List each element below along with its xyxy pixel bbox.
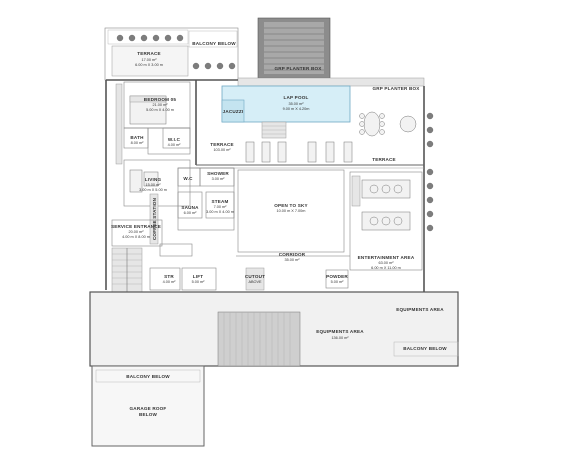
label-service-entrance-area: 20.00 m²: [129, 230, 145, 234]
label-garage-roof-1: GARAGE ROOF: [130, 406, 167, 411]
label-corridor: CORRIDOR: [279, 252, 306, 257]
label-bath: BATH: [130, 135, 144, 140]
label-lap-pool: LAP POOL: [284, 95, 309, 100]
label-terrace-top-area: 17.00 m²: [142, 58, 158, 62]
label-cutout-sub: ABOVE: [248, 280, 262, 284]
label-powder: POWDER: [326, 274, 348, 279]
label-open-to-sky-dim: 10.00 m X 7.00m: [277, 209, 306, 213]
label-powder-area: 5.00 m²: [331, 280, 345, 284]
wellness-block: [177, 167, 235, 231]
label-grp-planter: GRP PLANTER BOX: [274, 66, 322, 71]
label-garage-roof-2: BELOW: [139, 412, 158, 417]
label-shower-area: 3.00 m²: [212, 177, 226, 181]
lap-pool-area: [221, 85, 351, 123]
label-lap-pool-dim: 9.00 m X 4.20m: [283, 107, 310, 111]
label-balcony-right: BALCONY BELOW: [403, 346, 447, 351]
label-bedroom-area: 21.00 m²: [153, 103, 169, 107]
label-service-entrance: SERVICE ENTRANCE: [111, 224, 161, 229]
outer-walls: [105, 79, 425, 300]
label-terrace-main-area: 103.00 m²: [213, 148, 231, 152]
lower-rooms: [149, 243, 350, 291]
right-terrace-dining: [359, 111, 434, 232]
open-to-sky: [237, 169, 345, 253]
label-bath-area: 8.00 m²: [131, 141, 145, 145]
garage-roof: [91, 365, 205, 447]
label-equip-right: EQUIPMENTS AREA: [396, 307, 444, 312]
label-str: STR: [164, 274, 174, 279]
grp-planter-strip: [237, 77, 425, 87]
label-equip-main: EQUIPMENTS AREA: [316, 329, 364, 334]
label-equip-main-area: 136.00 m²: [331, 336, 349, 340]
label-grp-planter-right: GRP PLANTER BOX: [372, 86, 420, 91]
label-sauna-area: 6.00 m²: [184, 211, 198, 215]
label-shower: SHOWER: [207, 171, 229, 176]
label-terrace-right: TERRACE: [372, 157, 396, 162]
label-terrace-main: TERRACE: [210, 142, 234, 147]
label-balcony-top: BALCONY BELOW: [192, 41, 236, 46]
top-stair-block: [257, 17, 331, 79]
label-bedroom: BEDROOM 05: [144, 97, 177, 102]
entertainment-area: [349, 171, 423, 271]
equipment-area: [89, 291, 459, 367]
label-entertainment-area: 63.00 m²: [379, 261, 395, 265]
label-balcony-bottom: BALCONY BELOW: [126, 374, 170, 379]
label-jacuzzi: JACUZZI: [223, 109, 244, 114]
label-terrace-top-dim: 6.00 m X 3.00 m: [135, 63, 163, 67]
bedroom-block: [115, 81, 191, 207]
top-balcony-zone: [104, 27, 239, 81]
label-entertainment: ENTERTAINMENT AREA: [358, 255, 415, 260]
label-cutout: CUTOUT: [245, 274, 265, 279]
coffee-station-strip: [149, 193, 159, 245]
label-bedroom-dim: 5.00 m X 4.00 m: [146, 108, 174, 112]
label-wc: W.C: [183, 176, 193, 181]
label-coffee-station: COFFEE STATION: [152, 197, 157, 240]
label-steam-area: 7.00 m²: [214, 205, 228, 209]
label-sauna: SAUNA: [181, 205, 199, 210]
pool-deck-steps: [261, 121, 287, 139]
label-living-area: 15.00 m²: [146, 183, 162, 187]
label-lift: LIFT: [193, 274, 204, 279]
terrace-loungers: [245, 141, 353, 163]
service-entrance-block: [111, 219, 163, 293]
label-living: LIVING: [145, 177, 162, 182]
label-str-area: 4.00 m²: [163, 280, 177, 284]
label-steam: STEAM: [211, 199, 228, 204]
label-wic-area: 4.00 m²: [168, 143, 182, 147]
label-terrace-top: TERRACE: [137, 51, 161, 56]
label-lift-area: 5.00 m²: [192, 280, 206, 284]
label-service-entrance-dim: 4.00 m X 8.00 m: [122, 235, 150, 239]
label-corridor-area: 35.00 m²: [285, 258, 301, 262]
label-lap-pool-area: 35.00 m²: [289, 102, 305, 106]
label-steam-dim: 3.00 m X 4.00 m: [206, 210, 234, 214]
label-living-dim: 3.00 m X 5.00 m: [139, 188, 167, 192]
label-open-to-sky: OPEN TO SKY: [274, 203, 308, 208]
label-entertainment-dim: 6.00 m X 11.00 m: [371, 266, 401, 270]
label-wic: W.I.C: [168, 137, 181, 142]
